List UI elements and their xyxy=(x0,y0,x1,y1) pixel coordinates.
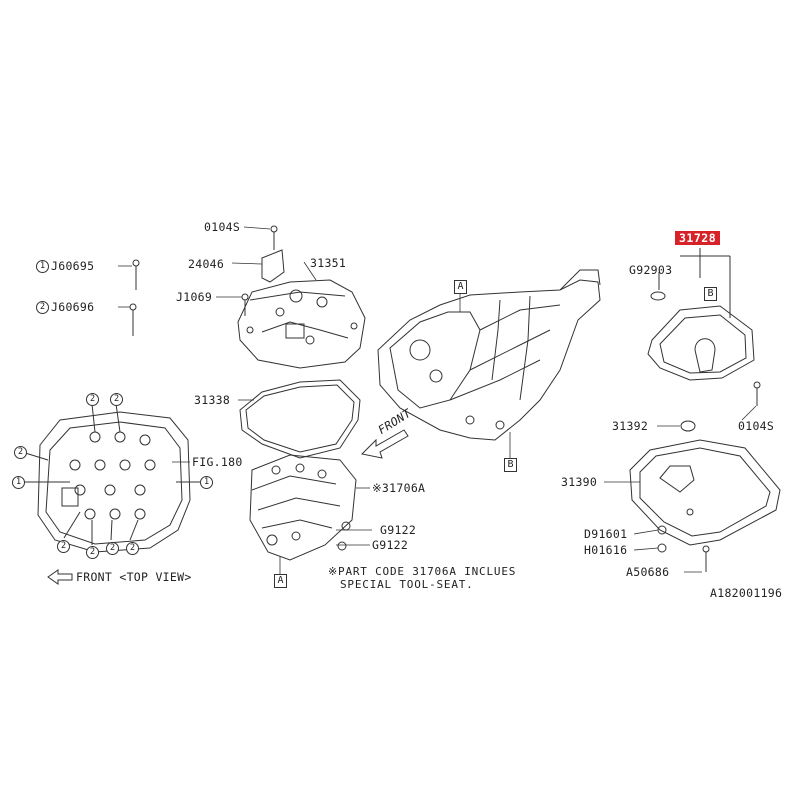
label-h01616: H01616 xyxy=(584,543,628,557)
label-31390: 31390 xyxy=(561,475,598,489)
label-0104s-top: 0104S xyxy=(204,220,241,234)
highlighted-part-31728: 31728 xyxy=(675,231,721,245)
label-j1069: J1069 xyxy=(176,290,213,304)
circle-2-left: 2 xyxy=(14,446,27,459)
circle-1-right: 1 xyxy=(200,476,213,489)
label-a50686: A50686 xyxy=(626,565,670,579)
circle-2-bottom-c: 2 xyxy=(106,542,119,555)
note-line-2: SPECIAL TOOL-SEAT. xyxy=(340,578,474,591)
label-31392: 31392 xyxy=(612,419,649,433)
oil-strainer xyxy=(647,248,761,406)
diagram-code: A182001196 xyxy=(710,586,783,600)
front-top-view-label: FRONT <TOP VIEW> xyxy=(76,570,192,584)
ref-box-a-bottom: A xyxy=(274,574,287,588)
circle-1-j60695: 1 xyxy=(36,260,49,273)
circle-2-bottom-a: 2 xyxy=(57,540,70,553)
top-view-assembly xyxy=(21,403,200,553)
ref-box-b-filter: B xyxy=(704,287,717,301)
label-fig180: FIG.180 xyxy=(192,455,243,469)
label-g92903: G92903 xyxy=(629,263,673,277)
ref-box-a-top: A xyxy=(454,280,467,294)
leader-lines xyxy=(118,226,757,574)
front-arrow-icon xyxy=(360,429,409,459)
label-31338: 31338 xyxy=(194,393,231,407)
label-g9122-b: G9122 xyxy=(372,538,409,552)
transmission-case xyxy=(377,269,601,441)
label-31706a: ※31706A xyxy=(372,481,426,495)
circle-2-j60696: 2 xyxy=(36,301,49,314)
valve-body xyxy=(249,454,357,561)
front-arrow-icon-left xyxy=(47,569,73,585)
circle-2-bottom-b: 2 xyxy=(86,546,99,559)
ref-box-b-top: B xyxy=(504,458,517,472)
circle-2-bottom-d: 2 xyxy=(126,542,139,555)
note-line-1: ※PART CODE 31706A INCLUES xyxy=(328,565,517,578)
circle-2-top-a: 2 xyxy=(86,393,99,406)
label-j60696: J60696 xyxy=(51,300,95,314)
label-31351: 31351 xyxy=(310,256,347,270)
label-j60695: J60695 xyxy=(51,259,95,273)
label-g9122-a: G9122 xyxy=(380,523,417,537)
valve-body-cover xyxy=(237,225,366,369)
label-0104s-right: 0104S xyxy=(738,419,775,433)
gasket xyxy=(239,379,361,459)
oil-pan xyxy=(629,420,781,572)
circle-2-top-b: 2 xyxy=(110,393,123,406)
circle-1-left: 1 xyxy=(12,476,25,489)
bolts xyxy=(129,259,140,336)
label-d91601: D91601 xyxy=(584,527,628,541)
label-24046: 24046 xyxy=(188,257,225,271)
